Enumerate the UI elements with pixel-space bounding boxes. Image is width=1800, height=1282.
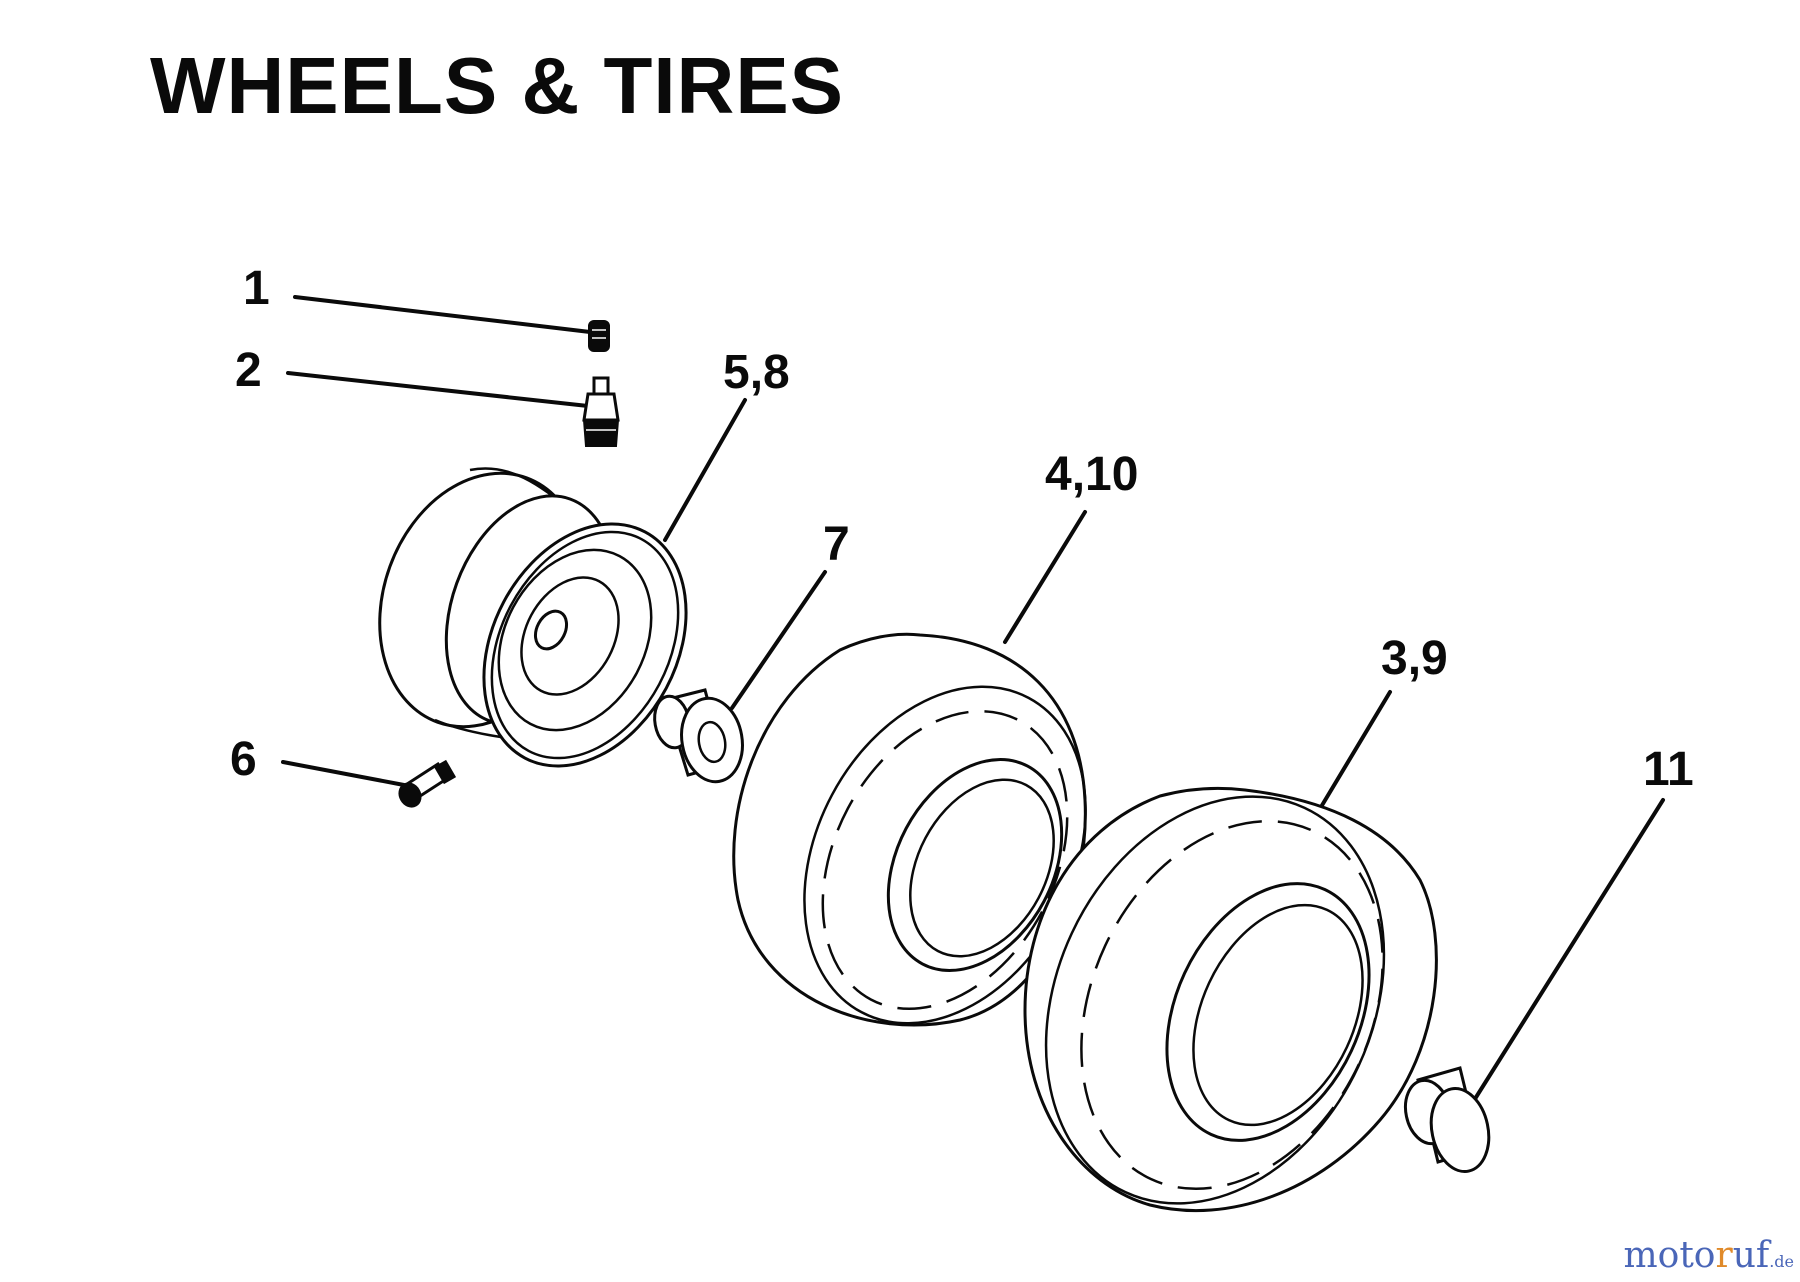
callout-label-7: 7 xyxy=(823,518,850,571)
callout-label-1: 1 xyxy=(243,262,270,315)
tire-front-icon xyxy=(732,632,1087,1027)
valve-stem-icon xyxy=(582,376,620,447)
valve-cap-icon xyxy=(588,320,610,352)
callout-label-3-9: 3,9 xyxy=(1381,632,1448,685)
leader-line-3-9 xyxy=(1310,690,1392,824)
wheel-rim-icon xyxy=(378,467,688,768)
leader-line-7 xyxy=(730,570,827,710)
callout-label-4-10: 4,10 xyxy=(1045,448,1138,501)
page-title: WHEELS & TIRES xyxy=(150,41,845,130)
leader-line-11 xyxy=(1466,798,1665,1112)
leader-line-2 xyxy=(286,371,590,408)
callout-label-11: 11 xyxy=(1643,743,1694,796)
watermark-text-3: uf xyxy=(1732,1235,1770,1276)
watermark-text-2: r xyxy=(1715,1235,1733,1276)
leader-line-1 xyxy=(293,295,592,334)
tire-rear-icon xyxy=(1023,786,1438,1213)
site-watermark: motoruf.de xyxy=(1624,1238,1794,1274)
leader-line-4-10 xyxy=(1003,510,1087,644)
bushing-icon xyxy=(653,688,744,784)
grease-fitting-icon xyxy=(398,759,457,808)
leader-line-5-8 xyxy=(663,398,747,542)
callout-label-2: 2 xyxy=(235,344,262,397)
callout-label-5-8: 5,8 xyxy=(723,346,790,399)
leader-line-6 xyxy=(281,760,406,787)
spacer-icon xyxy=(1403,1066,1491,1173)
watermark-tld: .de xyxy=(1769,1252,1794,1271)
watermark-text-1: moto xyxy=(1623,1235,1716,1276)
callout-label-6: 6 xyxy=(230,733,257,786)
